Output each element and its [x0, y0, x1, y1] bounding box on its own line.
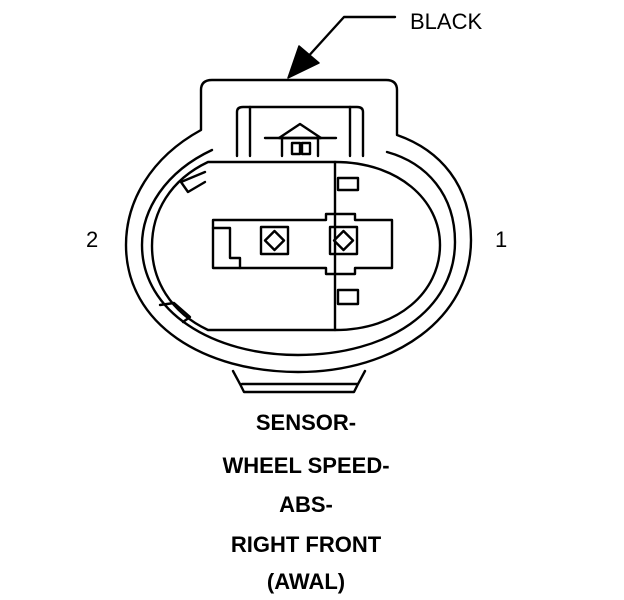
terminal-blade [211, 212, 394, 276]
caption-line-5: (AWAL) [266, 569, 346, 594]
terminal-contact-1 [328, 225, 359, 256]
bottom-lock-tab [231, 369, 367, 394]
callout-leader [287, 15, 397, 79]
caption-line-3: ABS- [279, 492, 333, 517]
caption-line-1: SENSOR- [255, 410, 357, 435]
terminal-contact-2 [259, 225, 290, 256]
polarization-keys [336, 176, 360, 306]
caption-line-4: RIGHT FRONT [230, 532, 382, 557]
retaining-tabs [158, 170, 207, 324]
connector-housing-inner [140, 148, 457, 357]
connector-housing-outer [124, 78, 473, 374]
color-callout-label: BLACK [410, 9, 483, 34]
caption-line-2: WHEEL SPEED- [222, 453, 390, 478]
latch-window [235, 105, 365, 158]
pin-1-label: 1 [495, 227, 508, 252]
pin-2-label: 2 [86, 227, 99, 252]
terminal-cavity [150, 160, 442, 332]
